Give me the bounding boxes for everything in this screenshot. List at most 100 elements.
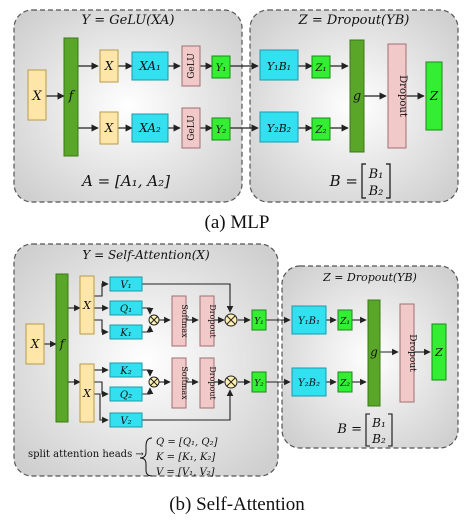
mlp-x-box [27, 69, 47, 121]
attn-y1b1-label: Y₁B₁ [298, 316, 320, 327]
attn-z-box [431, 323, 447, 381]
mlp-x-label: X [31, 89, 42, 104]
mlp-z-title: Z = Dropout(YB) [298, 13, 410, 28]
attn-dropout2-label: Dropout [208, 366, 217, 400]
attn-y2-box [251, 371, 267, 393]
mlp-b2-label: B₂ [368, 184, 384, 199]
attn-v2-box [109, 412, 143, 428]
mlp-a-equation: A = [A₁, A₂] [80, 172, 170, 190]
attn-v2-label: V₂ [120, 416, 131, 427]
attn-b1-label: B₁ [371, 416, 386, 430]
attn-b-bracket-left [365, 413, 370, 447]
attn-x2-box [79, 363, 95, 423]
mlp-b-bracket-left [361, 163, 366, 199]
mlp-arrows [46, 62, 425, 132]
mlp-z2-box [311, 117, 331, 141]
mlp-x1-label: X [104, 59, 114, 73]
attn-dropout1-box [199, 295, 215, 347]
attn-arrows [44, 280, 431, 424]
mlp-x2-label: X [104, 121, 114, 135]
attn-dropout-label: Dropout [407, 334, 417, 372]
mlp-gelu1-label: GeLU [187, 53, 197, 79]
attn-z1-label: Z₁ [339, 317, 350, 327]
attn-k2-label: K₂ [119, 366, 131, 377]
attn-softmax2-box [171, 357, 187, 409]
attn-z2-box [337, 371, 353, 393]
attn-z1-box [337, 309, 353, 331]
mlp-y1b1-box [259, 49, 299, 81]
attn-multiply-qk2-icon [148, 376, 160, 388]
attn-caption: (b) Self-Attention [169, 494, 305, 515]
mlp-z1-label: Z₁ [315, 63, 327, 74]
attn-y-panel [13, 243, 279, 477]
attn-softmax1-box [171, 295, 187, 347]
attn-y-title: Y = Self-Attention(X) [82, 248, 210, 262]
attn-g-box [367, 299, 381, 407]
mlp-x1-box [99, 49, 119, 83]
attn-y1-box [251, 309, 267, 331]
mlp-z-box [425, 61, 443, 131]
attn-q1-label: Q₁ [120, 304, 132, 315]
mlp-z2-label: Z₂ [315, 125, 327, 136]
mlp-b-equation: B = [329, 172, 358, 190]
mlp-b1-label: B₁ [368, 167, 384, 182]
attn-b-equation: B = [336, 422, 362, 437]
attn-x2-label: X [82, 387, 92, 400]
mlp-gelu2-box [181, 107, 201, 149]
mlp-y1-box [211, 55, 231, 79]
attn-x-label: X [30, 337, 40, 351]
mlp-dropout-box [387, 43, 407, 149]
attn-y2b2-box [291, 367, 327, 397]
mlp-y2-box [211, 117, 231, 141]
attn-k2-box [109, 362, 143, 378]
mlp-y2-label: Y₂ [216, 125, 227, 136]
mlp-g-box [349, 39, 365, 153]
mlp-f-label: f [68, 89, 76, 104]
mlp-caption: (a) MLP [204, 212, 270, 233]
attn-dropout1-label: Dropout [208, 304, 217, 338]
attn-split-label: split attention heads → [28, 449, 144, 460]
attn-q2-label: Q₂ [120, 390, 132, 401]
attn-b-bracket-right [388, 413, 393, 447]
mlp-b-bracket-right [386, 163, 391, 199]
attn-x1-box [79, 275, 95, 335]
attn-b2-label: B₂ [371, 432, 386, 446]
attn-f-box [55, 273, 69, 423]
mlp-xa2-box [131, 113, 169, 143]
attn-q1-box [109, 300, 143, 316]
mlp-y2b2-box [259, 111, 299, 143]
attn-z-label: Z [434, 346, 443, 359]
mlp-y1-label: Y₁ [216, 63, 227, 74]
attn-multiply-v2-icon [224, 375, 238, 389]
attn-x-box [25, 323, 45, 365]
attn-g-label: g [370, 345, 378, 359]
attn-q2-box [109, 386, 143, 402]
mlp-xa2-label: XA₂ [138, 121, 161, 135]
attn-y2b2-label: Y₂B₂ [298, 378, 320, 389]
attn-q-equation: Q = [Q₁, Q₂] [156, 437, 218, 448]
attn-z2-label: Z₂ [339, 379, 350, 389]
attn-dropout-box [399, 303, 415, 403]
mlp-dropout-label: Dropout [397, 75, 408, 117]
attn-x1-label: X [82, 299, 92, 312]
mlp-x2-box [99, 111, 119, 145]
attn-z-title: Z = Dropout(YB) [322, 271, 417, 284]
mlp-gelu2-label: GeLU [187, 115, 197, 141]
mlp-z-label: Z [429, 89, 439, 103]
mlp-y-title: Y = GeLU(XA) [81, 13, 174, 28]
attn-y1b1-box [291, 305, 327, 335]
mlp-y1b1-label: Y₁B₁ [267, 60, 291, 73]
attn-split-brace [139, 437, 153, 477]
attn-dropout2-box [199, 357, 215, 409]
attn-softmax2-label: Softmax [180, 366, 189, 400]
attn-v1-box [109, 276, 143, 292]
attn-k1-label: K₁ [119, 328, 131, 339]
attn-v-equation: V = [V₁, V₂] [156, 467, 215, 478]
attn-f-label: f [59, 337, 67, 351]
attn-k-equation: K = [K₁, K₂] [155, 452, 215, 463]
attn-y2-label: Y₂ [254, 379, 264, 389]
attn-v1-label: V₁ [120, 280, 131, 291]
mlp-y2b2-label: Y₂B₂ [267, 122, 291, 135]
mlp-xa1-box [131, 51, 169, 81]
